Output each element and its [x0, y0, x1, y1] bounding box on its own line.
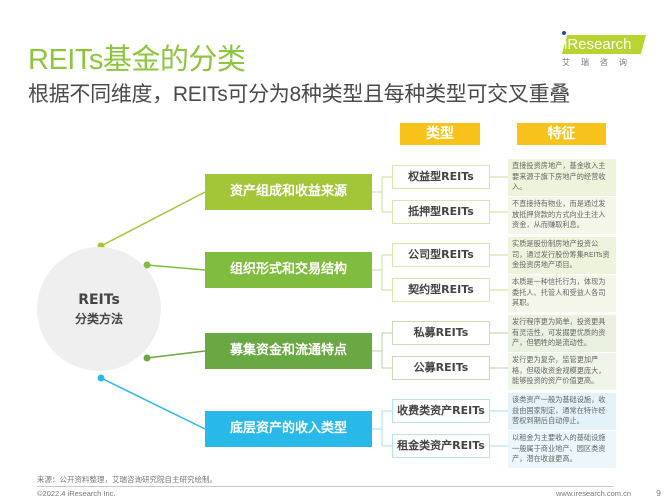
feature-corporate-reits: 实质是股份制房地产投资公司，通过发行股份筹集REITs资金投资房地产项目。: [508, 237, 616, 274]
iresearch-logo: iResearch 艾瑞咨询: [556, 31, 666, 74]
column-header-type: 类型: [400, 123, 480, 145]
classification-center-circle: REITs 分类方法: [37, 247, 161, 371]
website-link[interactable]: www.iresearch.com.cn: [556, 489, 632, 498]
page-title: REITs基金的分类: [28, 44, 246, 76]
feature-fee-asset-reits: 该类资产一般为基础设施，收益由国家制定，通常在特许经营权到期后自动停止。: [508, 393, 616, 430]
source-note: 来源：公开资料整理，艾瑞咨询研究院自主研究绘制。: [37, 475, 217, 484]
category-organization-structure: 组织形式和交易结构: [205, 252, 372, 288]
feature-contractual-reits: 本质是一种信托行为，体现为委托人、托管人和受益人各司其职。: [508, 275, 616, 312]
type-contractual-reits: 契约型REITs: [392, 278, 490, 302]
type-private-reits: 私募REITs: [392, 321, 490, 345]
feature-mortgage-reits: 不直接持有物业，而是通过发放抵押贷款的方式向业主注入资金，从而赚取利息。: [508, 197, 616, 234]
category-underlying-income-type: 底层资产的收入类型: [205, 411, 372, 447]
type-rent-asset-reits: 租金类资产REITs: [392, 434, 490, 458]
feature-rent-asset-reits: 以租金为主要收入的基础设施一般属于商业地产、园区类资产，潜在收益更高。: [508, 431, 616, 468]
category-asset-income-source: 资产组成和收益来源: [205, 174, 372, 210]
column-header-feature: 特征: [517, 123, 606, 145]
feature-equity-reits: 直接投资房地产，基金收入主要来源于旗下房地产的经营收入。: [508, 159, 616, 196]
type-public-reits: 公募REITs: [392, 356, 490, 380]
page-number: 9: [656, 489, 662, 498]
logo-badge-shape: [562, 35, 646, 54]
feature-public-reits: 发行更为复杂，监管更加严格，但吸收资金规模更庞大，能够投资的资产价值更高。: [508, 353, 616, 390]
type-fee-asset-reits: 收费类资产REITs: [392, 399, 490, 423]
center-label-line1: REITs: [78, 291, 120, 308]
page-subtitle: 根据不同维度，REITs可分为8种类型且每种类型可交叉重叠: [28, 83, 570, 106]
type-equity-reits: 权益型REITs: [392, 165, 490, 189]
logo-brand-text: iResearch: [564, 36, 632, 53]
category-fundraising-circulation: 募集资金和流通特点: [205, 333, 372, 369]
feature-private-reits: 发行程序更为简单，投资更具有灵活性，可发掘更优质的资产，但牺牲的是流动性。: [508, 315, 616, 352]
copyright-text: ©2022.4 iResearch Inc.: [37, 489, 116, 498]
type-corporate-reits: 公司型REITs: [392, 243, 490, 267]
type-mortgage-reits: 抵押型REITs: [392, 200, 490, 224]
center-label-line2: 分类方法: [74, 311, 123, 326]
logo-dot-icon: [562, 31, 566, 35]
footer-divider: [37, 486, 614, 487]
logo-cn-text: 艾瑞咨询: [562, 58, 638, 67]
